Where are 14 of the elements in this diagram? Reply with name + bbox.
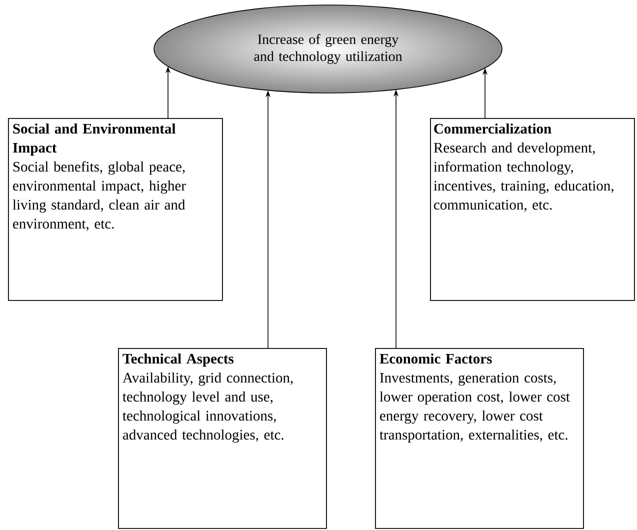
box-heading: Commercialization [434, 123, 552, 134]
box-text: Social benefits, global peace, environmental impact, higher living standard, clean air and environment, etc. [12, 161, 186, 231]
box-heading: Social and Environmental Impact [12, 123, 176, 156]
box-text: Research and development, information technology, incentives, training, education, communication, etc. [434, 142, 614, 212]
node-text: Increase of green energy and technology utilization [254, 34, 402, 64]
factor-box [430, 118, 635, 301]
factor-box [8, 118, 223, 301]
box-heading: Technical Aspects [122, 353, 234, 367]
box-text: Availability, grid connection, technology level and use, technological innovations, advanced technologies, etc. [122, 372, 293, 443]
factor-box [375, 348, 584, 529]
box-text: Investments, generation costs, lower operation cost, lower cost energy recovery, lower cost transportation, externalities, etc. [380, 372, 570, 443]
goal-ellipse [154, 4, 502, 94]
box-heading: Economic Factors [380, 353, 492, 364]
factor-box [118, 348, 327, 529]
